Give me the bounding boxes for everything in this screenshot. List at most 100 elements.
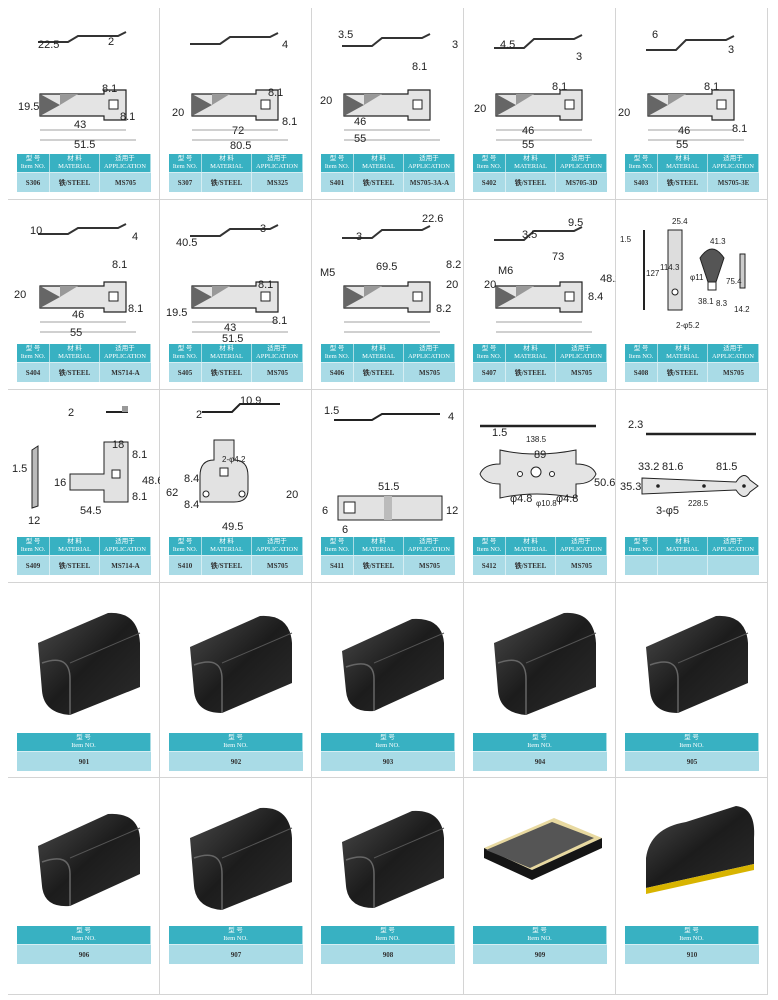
dimension-label: 8.1 — [132, 491, 147, 503]
dimension-label: 8.4 — [588, 291, 603, 303]
dimension-label: 6 — [652, 29, 658, 41]
application-value: MS705-3E — [708, 172, 759, 192]
dimension-label: M6 — [498, 265, 513, 277]
dimension-label: 48.6 — [142, 475, 160, 487]
dimension-label: 2 — [196, 409, 202, 421]
part-drawing — [31, 406, 129, 509]
dimension-label: 80.5 — [230, 140, 251, 152]
item-no-value: S307 — [169, 172, 202, 192]
dimension-label: 3.5 — [522, 229, 537, 241]
dimension-label: 20 — [320, 95, 332, 107]
material-value: 铁/STEEL — [658, 172, 708, 192]
dimension-label: 51.5 — [74, 139, 95, 151]
dimension-label: 43 — [74, 119, 86, 131]
dimension-label: 8.1 — [412, 61, 427, 73]
application-value: MS705-3D — [556, 172, 607, 192]
material-value: 铁/STEEL — [506, 362, 556, 382]
dimension-label: 3 — [356, 231, 362, 243]
item-no-value: S402 — [473, 172, 506, 192]
item-no-value: 908 — [321, 944, 455, 964]
dimension-label: 8.1 — [268, 87, 283, 99]
dimension-label: φ4.8 — [510, 493, 532, 505]
application-value: MS325 — [252, 172, 303, 192]
application-value: MS714-A — [100, 555, 151, 575]
item-no-value: S406 — [321, 362, 354, 382]
dimension-label: 73 — [552, 251, 564, 263]
dimension-label: 46 — [72, 309, 84, 321]
rubber-seal-image — [342, 810, 445, 908]
item-no-value: 903 — [321, 751, 455, 771]
dimension-label: 3 — [728, 44, 734, 56]
item-no-value: S403 — [625, 172, 658, 192]
application-value: MS705 — [404, 362, 455, 382]
dimension-label: 1.5 — [324, 405, 339, 417]
item-no-value: S405 — [169, 362, 202, 382]
material-value: 铁/STEEL — [202, 172, 252, 192]
item-no-value: S404 — [17, 362, 50, 382]
dimension-label: φ11 — [690, 273, 704, 282]
dimension-label: 1.5 — [620, 235, 632, 244]
dimension-label: 89 — [534, 449, 546, 461]
material-value: 铁/STEEL — [50, 555, 100, 575]
application-value: MS705 — [100, 172, 151, 192]
dimension-label: 12 — [28, 515, 40, 527]
item-no-value: 909 — [473, 944, 607, 964]
dimension-label: 8.1 — [552, 81, 567, 93]
dimension-label: 55 — [70, 327, 82, 339]
item-no-value: 901 — [17, 751, 151, 771]
part-drawing — [342, 33, 440, 141]
dimension-label: 8.1 — [732, 123, 747, 135]
dimension-label: 8.1 — [272, 315, 287, 327]
dimension-label: 6 — [322, 505, 328, 517]
dimension-label: 81.6 — [662, 461, 683, 473]
dimension-label: 55 — [522, 139, 534, 151]
dimension-label: 55 — [676, 139, 688, 151]
material-value: 铁/STEEL — [354, 172, 404, 192]
dimension-label: 8.1 — [258, 279, 273, 291]
dimension-label: 4 — [282, 39, 288, 51]
dimension-label: 8.1 — [112, 259, 127, 271]
dimension-label: 8.1 — [120, 111, 135, 123]
dimension-label: 49.5 — [222, 521, 243, 533]
dimension-label: 19.5 — [166, 307, 187, 319]
